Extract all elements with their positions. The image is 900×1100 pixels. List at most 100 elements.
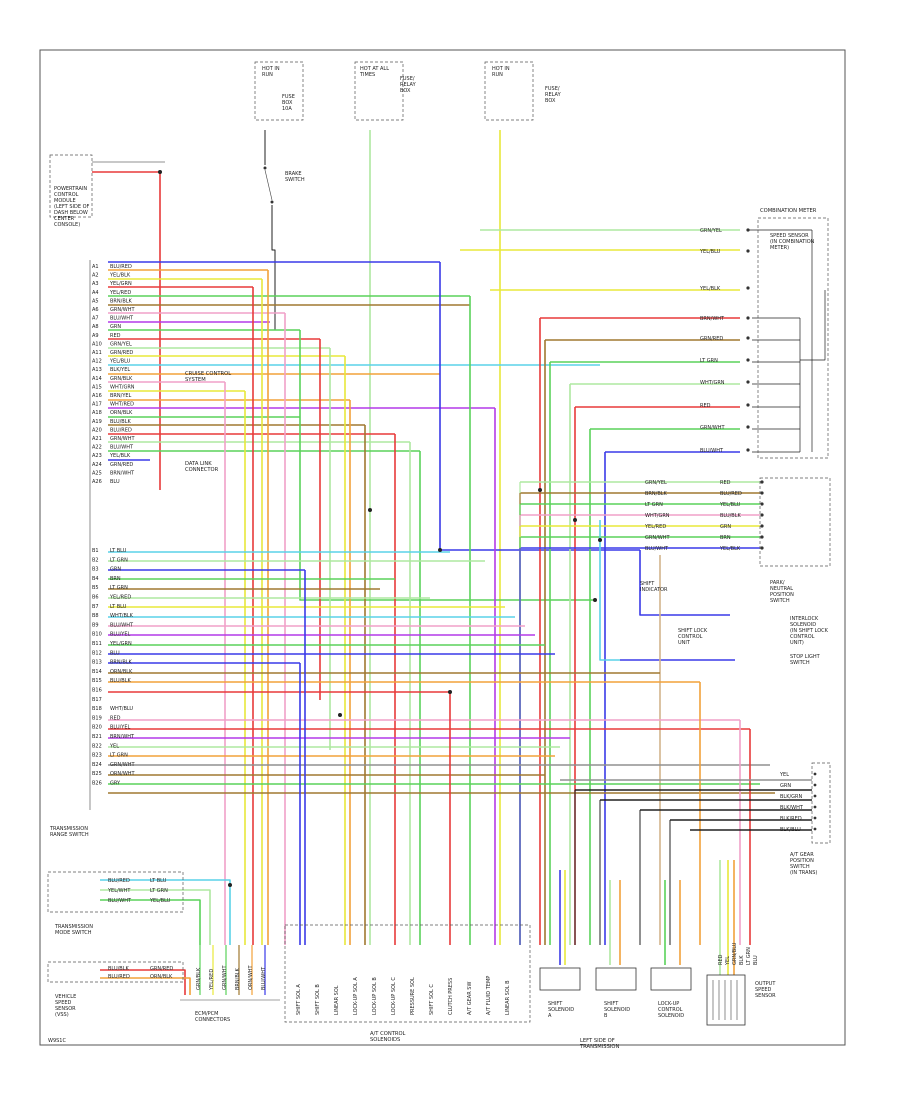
solenoid-socket-label: LINEAR SOL B xyxy=(505,980,511,1015)
pcm-pin-color: BLU xyxy=(110,650,120,656)
selector-pin-color: BLU/BLK xyxy=(108,966,130,972)
switch-pin xyxy=(760,480,764,484)
meter-pin-color: GRN/RED xyxy=(700,336,723,342)
meter-pin xyxy=(746,316,750,320)
figure-code: W9S1C xyxy=(48,1038,66,1044)
pcm-pin-number: A4 xyxy=(92,290,99,296)
switch-pin xyxy=(760,491,764,495)
pcm-pin-color: GRN/YEL xyxy=(110,341,132,347)
pcm-pin-color: GRN xyxy=(110,324,121,330)
wire xyxy=(639,550,730,616)
pcm-pin-number: A21 xyxy=(92,436,102,442)
pcm-pin-color: WHT/GRN xyxy=(110,384,135,390)
pcm-pin-number: B20 xyxy=(92,725,102,731)
mode-pin-color-right: LT BLU xyxy=(150,878,167,884)
mode-pin-color: BLU/RED xyxy=(108,878,130,884)
splice-dot xyxy=(338,713,342,717)
meter-pin xyxy=(746,286,750,290)
solenoid-socket-label: A/T FLUID TEMP xyxy=(486,976,492,1015)
splice-dot xyxy=(228,883,232,887)
ecm-pin-color: GRN/BLK xyxy=(196,967,202,990)
pcm-pin-color: BLU/YEL xyxy=(110,632,131,638)
right-conn-pin xyxy=(813,783,817,787)
meter-pin xyxy=(746,425,750,429)
pcm-pin-number: B23 xyxy=(92,753,102,759)
pcm-pin-color: LT GRN xyxy=(110,753,128,759)
splice-dot xyxy=(438,548,442,552)
pcm-pin-color: LT BLU xyxy=(110,548,127,554)
pcm-pin-color: LT GRN xyxy=(110,585,128,591)
meter-pin-color: YEL/BLU xyxy=(699,249,721,255)
meter-pin xyxy=(746,403,750,407)
pcm-pin-number: B10 xyxy=(92,632,102,638)
pcm-pin-number: A14 xyxy=(92,376,102,382)
wires xyxy=(92,130,826,995)
switch-pin-right: RED xyxy=(720,480,731,486)
meter-pin xyxy=(746,358,750,362)
pcm-pin-color: BLU xyxy=(110,479,120,485)
meter-pin-color: WHT/GRN xyxy=(700,380,725,386)
pcm-pin-number: A1 xyxy=(92,264,99,270)
meter-pin-color: GRN/WHT xyxy=(700,425,725,431)
pcm-pin-number: A26 xyxy=(92,479,102,485)
sensor-pin-color: BLU xyxy=(753,955,759,965)
pcm-pin-color: BLU/YEL xyxy=(110,725,131,731)
pcm-pin-color: YEL/GRN xyxy=(109,281,132,287)
meter-pin-color: BRN/WHT xyxy=(700,316,725,322)
meter-pin xyxy=(746,380,750,384)
pcm-pin-number: A9 xyxy=(92,333,99,339)
pcm-pin-color: WHT/RED xyxy=(110,402,134,408)
pcm-pin-number: A12 xyxy=(92,359,102,365)
pcm-pin-number: B3 xyxy=(92,567,99,573)
mode-pin-color-right: YEL/BLU xyxy=(149,898,171,904)
pcm-pin-number: B22 xyxy=(92,743,102,749)
meter-pin xyxy=(746,228,750,232)
pcm-pin-color: ORN/BLK xyxy=(110,410,133,416)
switch-pin-right: BLU/RED xyxy=(720,491,742,497)
pcm-pin-number: A7 xyxy=(92,316,99,322)
right-conn-color: BLK/GRN xyxy=(780,794,803,800)
pcm-pin-color: BLK/YEL xyxy=(110,367,130,373)
solenoid-socket-label: LINEAR SOL xyxy=(334,985,340,1015)
solenoid-socket-label: LOCK-UP SOL A xyxy=(353,977,359,1015)
pcm-pin-color: GRN/WHT xyxy=(110,436,135,442)
pcm-pin-color: GRN/RED xyxy=(110,350,133,356)
pcm-pin-number: A24 xyxy=(92,462,102,468)
pcm-pin-color: GRY xyxy=(110,781,121,787)
pcm-pin-number: B11 xyxy=(92,641,102,647)
splice-dot xyxy=(368,508,372,512)
solenoid-socket-label: SHIFT SOL B xyxy=(315,984,321,1015)
pcm-pin-color: GRN xyxy=(110,567,121,573)
solenoid-socket-label: PRESSURE SOL xyxy=(410,977,416,1015)
diagram-frame xyxy=(39,49,846,1046)
switch-pin-right: BRN xyxy=(720,535,731,541)
pcm-pin-number: A15 xyxy=(92,384,102,390)
meter-pin-color: LT GRN xyxy=(700,358,718,364)
ecm-pin-color: BRN/BLK xyxy=(235,967,241,990)
ecm-pin-color: GRN/WHT xyxy=(222,965,228,990)
wire xyxy=(100,889,211,945)
pcm-pin-number: A8 xyxy=(92,324,99,330)
switch-pin-left: GRN/YEL xyxy=(645,480,667,486)
